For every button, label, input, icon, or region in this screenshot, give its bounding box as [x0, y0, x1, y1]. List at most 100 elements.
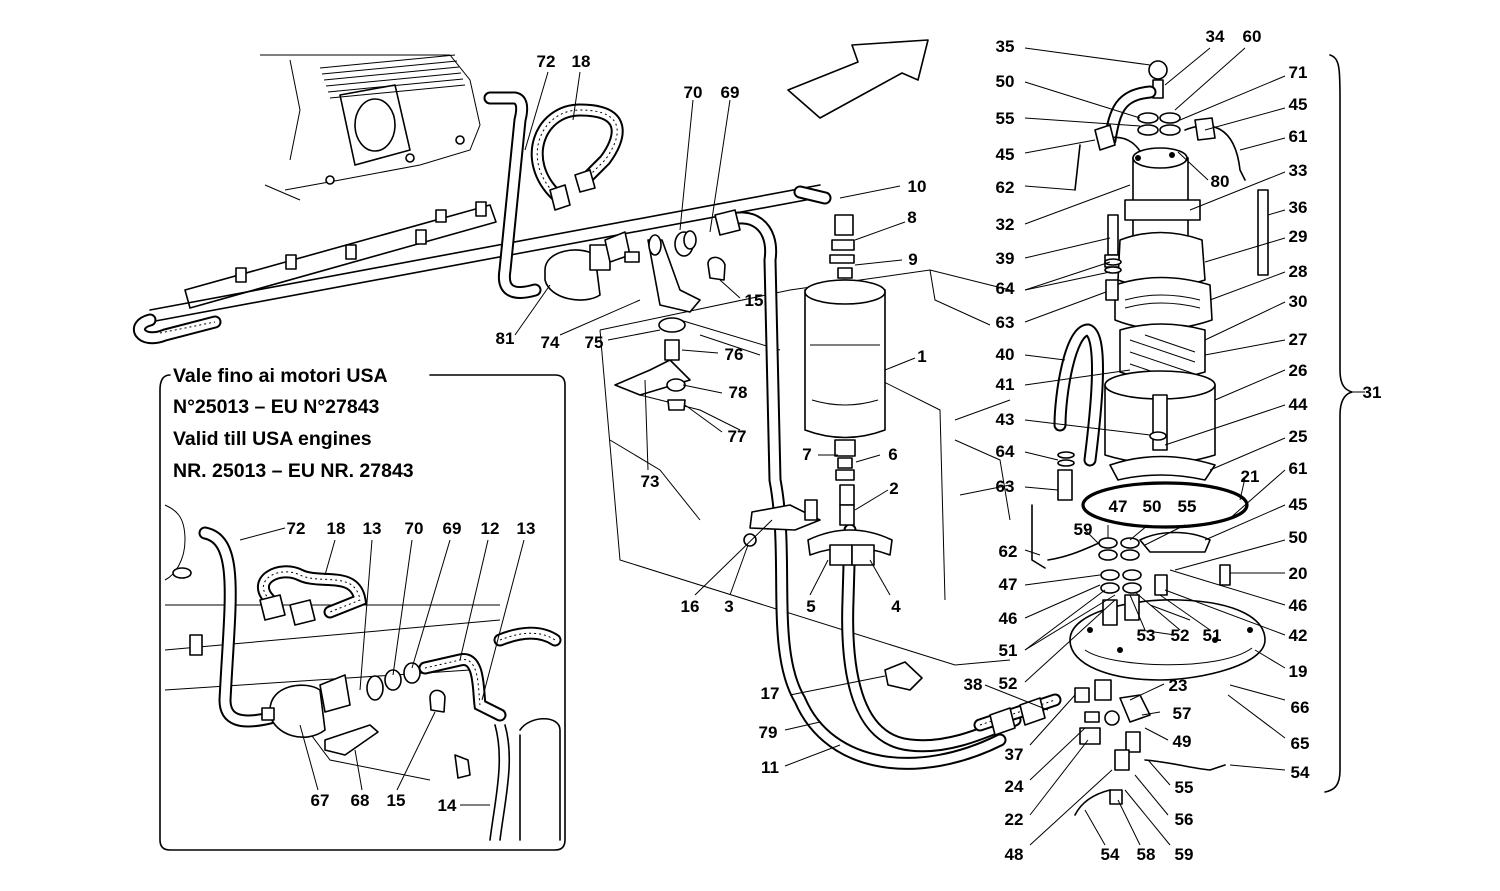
- callout-35: 35: [996, 37, 1015, 56]
- callout-43: 43: [996, 410, 1015, 429]
- callout-57: 57: [1173, 704, 1192, 723]
- callout-18: 18: [572, 52, 591, 71]
- callout-50: 50: [996, 72, 1015, 91]
- callout-72: 72: [537, 52, 556, 71]
- callout-77: 77: [728, 427, 747, 446]
- callout-64: 64: [996, 442, 1015, 461]
- callout-55: 55: [996, 109, 1015, 128]
- callout-5: 5: [806, 597, 815, 616]
- callout-50: 50: [1289, 528, 1308, 547]
- callout-64: 64: [996, 279, 1015, 298]
- callout-51: 51: [999, 641, 1018, 660]
- callout-9: 9: [908, 250, 917, 269]
- callout-52: 52: [1171, 626, 1190, 645]
- callout-23: 23: [1169, 676, 1188, 695]
- leader-lines: [239, 47, 1365, 846]
- callout-24: 24: [1005, 777, 1024, 796]
- callout-21: 21: [1241, 467, 1260, 486]
- callout-68: 68: [351, 791, 370, 810]
- callout-75: 75: [585, 333, 604, 352]
- callout-38: 38: [964, 675, 983, 694]
- direction-arrow: [787, 39, 929, 119]
- callout-63: 63: [996, 313, 1015, 332]
- clip-17: [884, 661, 923, 691]
- callout-55: 55: [1175, 778, 1194, 797]
- fuel-rail: [184, 201, 497, 309]
- hose-72: [483, 91, 542, 299]
- callout-27: 27: [1289, 330, 1308, 349]
- callout-66: 66: [1291, 698, 1310, 717]
- callout-12: 12: [481, 519, 500, 538]
- callout-55: 55: [1178, 497, 1197, 516]
- callout-50: 50: [1143, 497, 1162, 516]
- callout-71: 71: [1289, 63, 1308, 82]
- callout-20: 20: [1289, 564, 1308, 583]
- callout-46: 46: [999, 609, 1018, 628]
- callout-80: 80: [1211, 172, 1230, 191]
- inset-usa-engines: [159, 374, 566, 851]
- callout-72: 72: [287, 519, 306, 538]
- callout-69: 69: [443, 519, 462, 538]
- callout-1: 1: [917, 347, 926, 366]
- callout-54: 54: [1291, 763, 1310, 782]
- callout-45: 45: [996, 145, 1015, 164]
- callout-65: 65: [1291, 734, 1310, 753]
- note-line-1: Vale fino ai motori USA: [173, 365, 388, 387]
- callout-19: 19: [1289, 662, 1308, 681]
- callout-47: 47: [1109, 497, 1128, 516]
- note-line-2: N°25013 – EU N°27843: [173, 396, 380, 418]
- callout-42: 42: [1289, 626, 1308, 645]
- pressure-regulator-81: [544, 231, 640, 301]
- callout-59: 59: [1175, 845, 1194, 864]
- callout-17: 17: [761, 684, 780, 703]
- callout-73: 73: [641, 472, 660, 491]
- callout-7: 7: [802, 445, 811, 464]
- bracket-73: [614, 317, 691, 411]
- braided-hose-18: [530, 103, 624, 211]
- callout-37: 37: [1005, 745, 1024, 764]
- callout-62: 62: [999, 542, 1018, 561]
- callout-52: 52: [999, 674, 1018, 693]
- fitting-38: [973, 693, 1062, 736]
- callout-36: 36: [1289, 198, 1308, 217]
- clamp-2: [807, 529, 893, 566]
- callout-78: 78: [729, 383, 748, 402]
- callout-15: 15: [387, 791, 406, 810]
- callout-79: 79: [759, 723, 778, 742]
- callout-34: 34: [1206, 27, 1225, 46]
- fuel-filter-1: [804, 214, 886, 526]
- callout-49: 49: [1173, 732, 1192, 751]
- callout-74: 74: [541, 333, 560, 352]
- callout-14: 14: [438, 796, 457, 815]
- callout-16: 16: [681, 597, 700, 616]
- callout-2: 2: [889, 479, 898, 498]
- callout-67: 67: [311, 791, 330, 810]
- bracket-74: [647, 230, 701, 313]
- callout-31: 31: [1363, 383, 1382, 402]
- callout-40: 40: [996, 345, 1015, 364]
- callout-46: 46: [1289, 596, 1308, 615]
- callout-45: 45: [1289, 95, 1308, 114]
- callout-26: 26: [1289, 361, 1308, 380]
- callout-63: 63: [996, 477, 1015, 496]
- callout-4: 4: [891, 597, 901, 616]
- callout-30: 30: [1289, 292, 1308, 311]
- callout-59: 59: [1074, 520, 1093, 539]
- callout-61: 61: [1289, 459, 1308, 478]
- callout-25: 25: [1289, 427, 1308, 446]
- callout-33: 33: [1289, 161, 1308, 180]
- callout-61: 61: [1289, 127, 1308, 146]
- hose-79: [714, 209, 1007, 770]
- callout-13: 13: [363, 519, 382, 538]
- note-line-4: NR. 25013 – EU NR. 27843: [173, 460, 414, 482]
- callout-76: 76: [725, 345, 744, 364]
- callout-81: 81: [496, 329, 515, 348]
- hose-11: [841, 523, 1022, 753]
- callout-41: 41: [996, 375, 1015, 394]
- clip-15: [707, 256, 726, 281]
- callout-10: 10: [908, 177, 927, 196]
- callout-53: 53: [1137, 626, 1156, 645]
- callout-51: 51: [1203, 626, 1222, 645]
- callout-8: 8: [907, 208, 916, 227]
